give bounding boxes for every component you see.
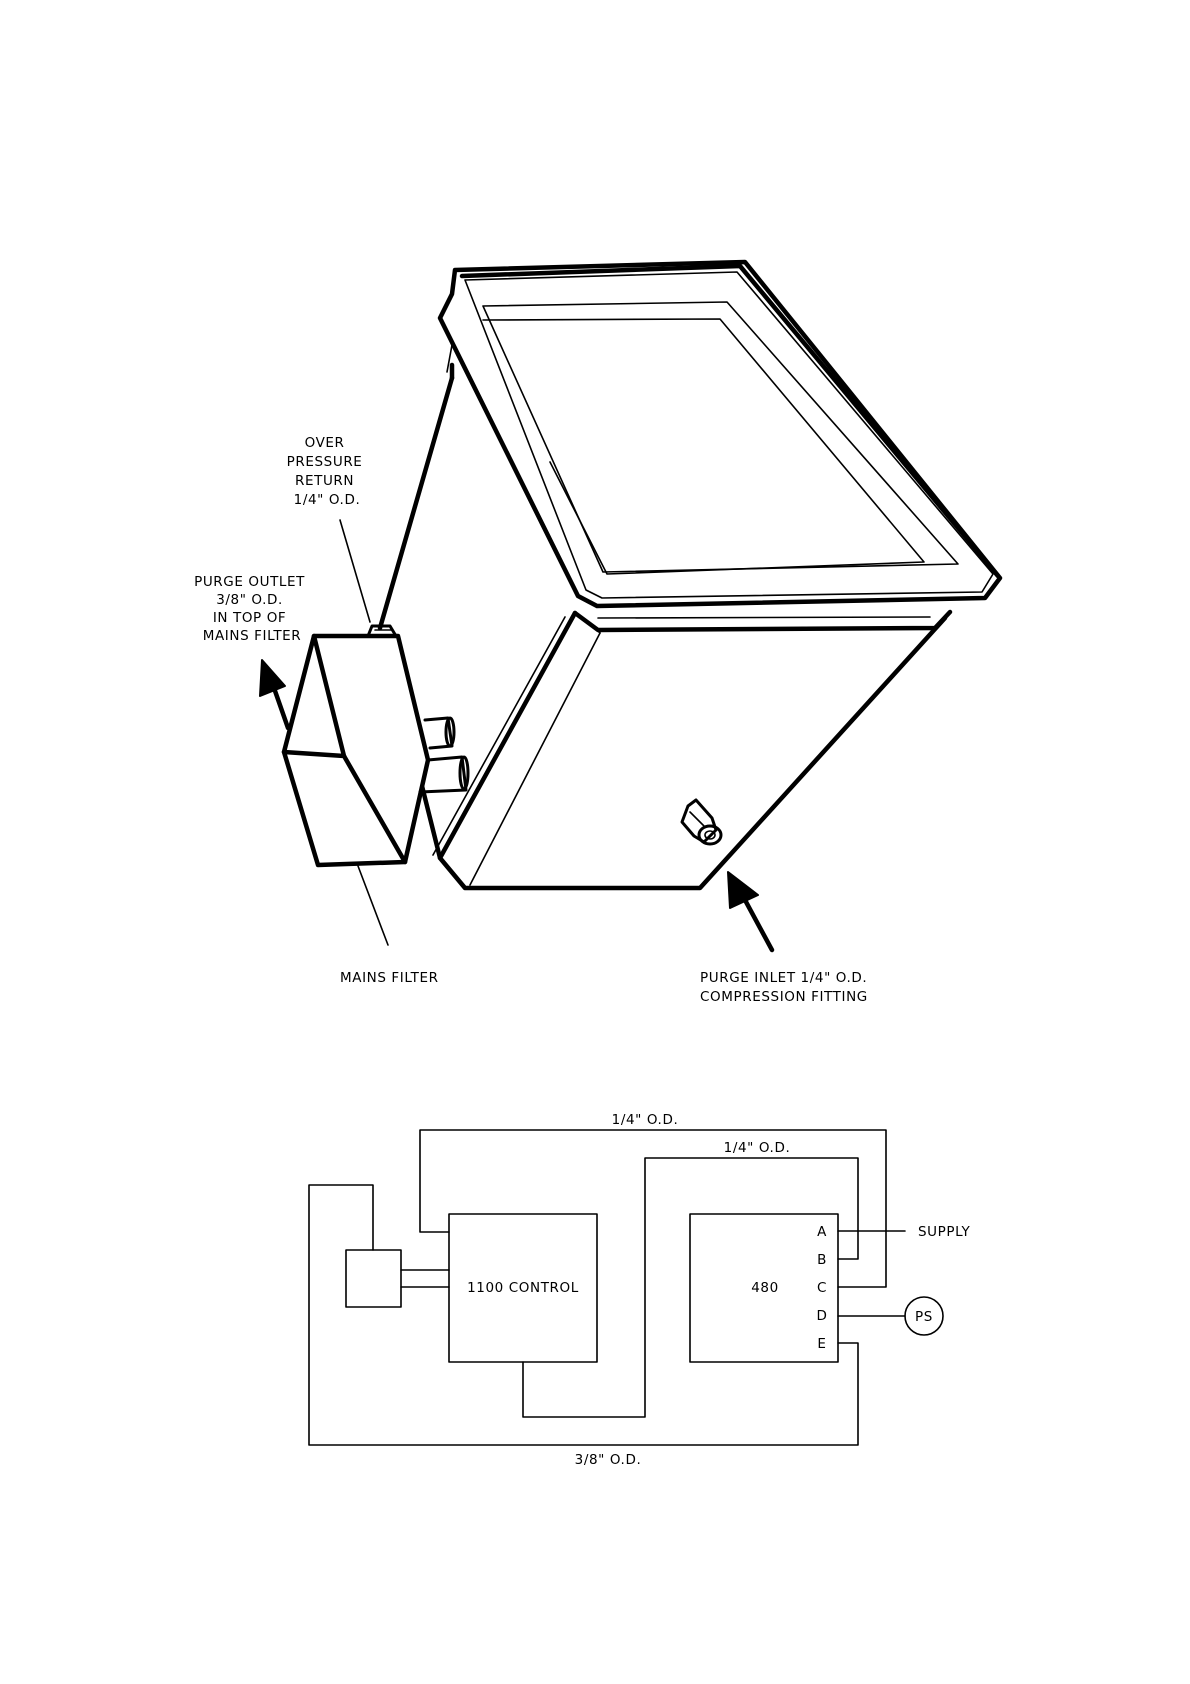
- mains-filter-box-schematic: [346, 1250, 401, 1307]
- terminal-c: C: [817, 1280, 827, 1296]
- over-pressure-leader: [340, 520, 370, 622]
- enclosure-illustration: OVER PRESSURE RETURN 1/4" O.D. PURGE OUT…: [194, 262, 1000, 1005]
- enclosure-lid: [440, 262, 1000, 606]
- purge-outlet-arrow: [260, 660, 288, 728]
- inner-line-label: 1/4" O.D.: [724, 1140, 791, 1156]
- enclosure-body: [380, 365, 950, 888]
- terminal-d: D: [817, 1308, 828, 1324]
- filter-control-link: [401, 1270, 449, 1287]
- purge-outlet-label: PURGE OUTLET 3/8" O.D. IN TOP OF MAINS F…: [194, 574, 310, 644]
- terminal-b: B: [817, 1252, 827, 1268]
- supply-label: SUPPLY: [918, 1224, 970, 1240]
- purge-inlet-fitting: [682, 800, 721, 844]
- unit-480-label: 480: [751, 1280, 779, 1296]
- purge-inlet-label: PURGE INLET 1/4" O.D. COMPRESSION FITTIN…: [700, 970, 872, 1005]
- top-line-label: 1/4" O.D.: [612, 1112, 679, 1128]
- bottom-line-label: 3/8" O.D.: [575, 1452, 642, 1468]
- schematic-diagram: PS 1100 CONTROL 480 A B C D E SUPPLY 1/4…: [309, 1112, 970, 1468]
- terminal-e: E: [817, 1336, 826, 1352]
- outer-3-8-line: [309, 1185, 858, 1445]
- mains-filter-label: MAINS FILTER: [340, 970, 439, 986]
- terminal-a: A: [817, 1224, 827, 1240]
- mains-filter-leader: [358, 866, 388, 945]
- over-pressure-label: OVER PRESSURE RETURN 1/4" O.D.: [287, 435, 368, 508]
- pressure-switch-label: PS: [915, 1309, 933, 1325]
- mains-filter-box: [284, 626, 468, 865]
- control-box-label: 1100 CONTROL: [467, 1280, 579, 1296]
- purge-inlet-arrow: [728, 872, 772, 950]
